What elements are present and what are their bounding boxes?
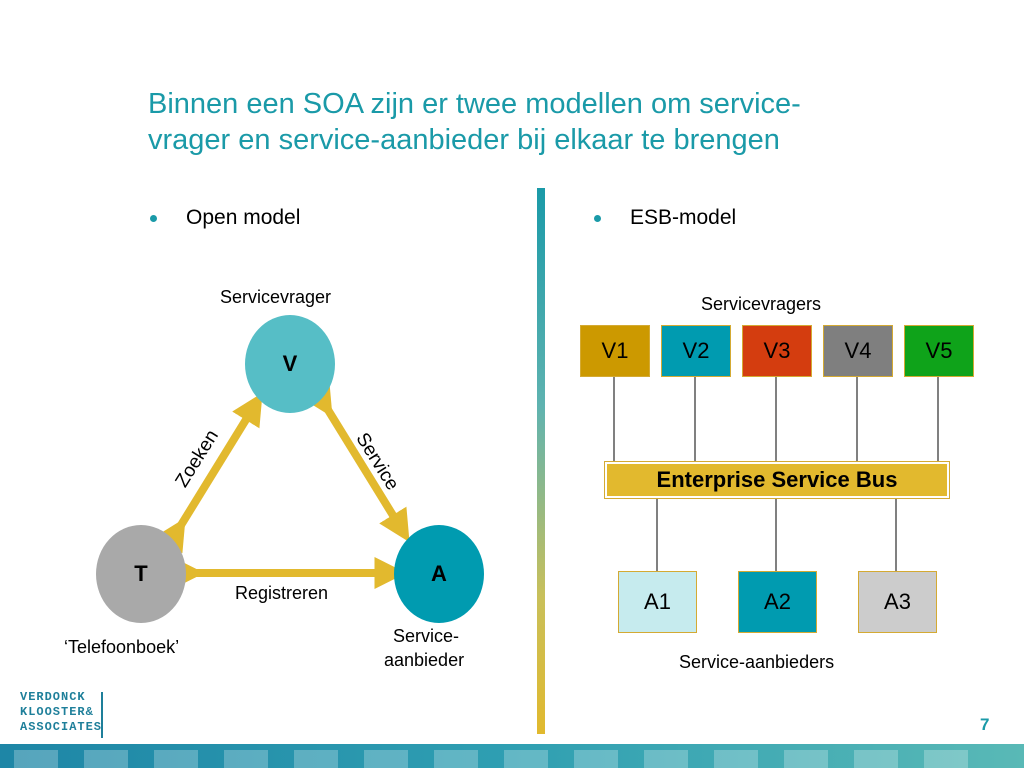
bullet-open-model-text: Open model [186, 206, 301, 229]
service-aanbieder-label-line-1: Service- [393, 626, 460, 646]
enterprise-service-bus: Enterprise Service Bus [605, 462, 949, 498]
consumer-v3-label: V3 [763, 338, 791, 363]
provider-a1: A1 [618, 571, 697, 633]
telefoonboek-label: ‘Telefoonboek’ [64, 637, 180, 657]
consumer-v1: V1 [580, 325, 650, 377]
service-aanbieders-label: Service-aanbieders [679, 652, 835, 672]
consumer-v4-label: V4 [844, 338, 872, 363]
footer-tile [714, 750, 758, 768]
footer-tile [294, 750, 338, 768]
logo-line-1: VERDONCK [20, 690, 86, 704]
bullet-dot-icon [594, 215, 601, 222]
arrow-zoeken [155, 392, 263, 554]
footer-band [0, 744, 1024, 768]
footer-tile [854, 750, 898, 768]
node-a-letter: A [431, 561, 447, 586]
arrow-service [302, 381, 410, 543]
node-v-letter: V [282, 351, 298, 376]
edge-label-registreren: Registreren [235, 583, 329, 603]
service-aanbieder-label-line-2: aanbieder [384, 650, 465, 670]
footer-tile [364, 750, 408, 768]
enterprise-service-bus-label: Enterprise Service Bus [656, 467, 898, 492]
bullet-dot-icon [150, 215, 157, 222]
servicevrager-label: Servicevrager [220, 287, 332, 307]
footer-tile [644, 750, 688, 768]
consumer-v1-label: V1 [601, 338, 629, 363]
slide-title-line-1: Binnen een SOA zijn er twee modellen om … [148, 88, 801, 120]
node-t: T [96, 525, 186, 623]
consumer-v5-label: V5 [925, 338, 953, 363]
bullet-open-model: Open model [150, 205, 301, 231]
footer-tile [14, 750, 58, 768]
page-number: 7 [980, 715, 990, 734]
logo-line-2: KLOOSTER& [20, 705, 94, 719]
footer-tile [84, 750, 128, 768]
footer-tile [784, 750, 828, 768]
bullet-esb-model-text: ESB-model [630, 206, 737, 229]
provider-a3-label: A3 [884, 589, 911, 614]
logo-bar [101, 692, 103, 738]
footer-tile [434, 750, 478, 768]
consumer-v5: V5 [904, 325, 974, 377]
node-a: A [394, 525, 484, 623]
footer-tile [924, 750, 968, 768]
slide-title: Binnen een SOA zijn er twee modellen om … [148, 86, 968, 158]
provider-a1-label: A1 [644, 589, 671, 614]
bullet-esb-model: ESB-model [594, 205, 737, 231]
footer-tile [224, 750, 268, 768]
servicevragers-label: Servicevragers [701, 294, 822, 314]
footer-tile [504, 750, 548, 768]
provider-a3: A3 [858, 571, 937, 633]
node-t-letter: T [134, 561, 148, 586]
logo-line-3: ASSOCIATES [20, 720, 103, 734]
provider-a2: A2 [738, 571, 817, 633]
provider-a2-label: A2 [764, 589, 791, 614]
slide-title-line-2: vrager en service-aanbieder bij elkaar t… [148, 124, 780, 156]
node-v: V [245, 315, 335, 413]
consumer-v2-label: V2 [682, 338, 710, 363]
company-logo: VERDONCK KLOOSTER& ASSOCIATES [20, 690, 102, 735]
footer-tile [154, 750, 198, 768]
consumer-v4: V4 [823, 325, 893, 377]
consumer-v3: V3 [742, 325, 812, 377]
consumer-v2: V2 [661, 325, 731, 377]
vertical-divider [537, 188, 545, 734]
footer-tile [574, 750, 618, 768]
